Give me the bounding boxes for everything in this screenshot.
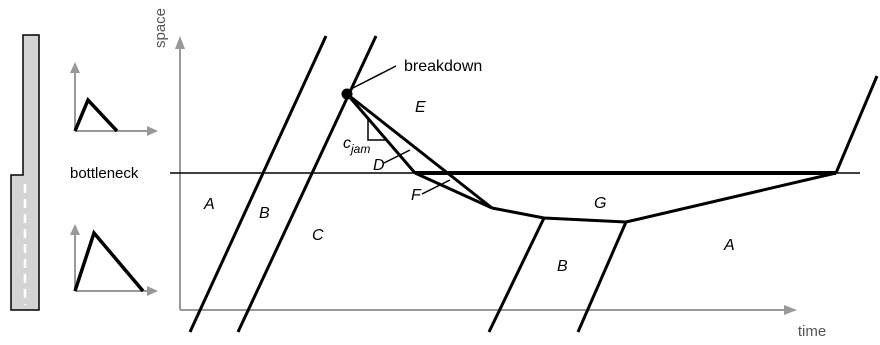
region-f: F [411,187,422,204]
road-shape [10,34,40,311]
time-axis-label: time [798,323,826,340]
fd-upper-x-arrow-icon [147,126,158,136]
shock-waves [345,92,837,224]
breakdown-label: breakdown [404,58,482,75]
fundamental-diagram-upper-icon [70,62,158,136]
breakdown-point [341,88,353,100]
region-f-leader [421,179,451,195]
cjam-label: cjam [343,135,370,156]
region-a-right: A [723,237,735,254]
trajectory-3 [487,217,546,333]
main-axes: space time [152,8,826,340]
region-d-leader [383,149,411,164]
shock-recovery-front [491,171,837,224]
fd-upper-triangle [73,96,119,133]
cjam-symbol: c [343,135,351,152]
breakdown-leader [348,65,397,91]
cjam-slope-triangle [367,117,386,141]
fundamental-diagram-lower-icon [70,224,158,296]
space-axis-label: space [152,8,169,48]
shock-upstream-front [345,93,417,174]
region-d: D [373,157,385,174]
region-e: E [415,99,426,116]
region-a-left: A [203,196,215,213]
region-c: C [312,227,324,244]
fd-upper-y-arrow-icon [70,62,80,73]
fd-lower-y-arrow-icon [70,224,80,235]
trajectory-5 [834,75,879,174]
region-b-left: B [259,205,270,222]
shock-breakdown-edge [346,92,493,210]
trajectory-1 [188,35,328,333]
bottleneck-label: bottleneck [70,165,139,182]
vehicle-trajectories [188,35,879,333]
cjam-subscript: jam [349,142,370,156]
shock-lower-front [414,171,493,210]
road-schematic [10,34,40,311]
trajectory-2 [236,35,378,333]
trajectory-4 [576,221,628,333]
region-g: G [594,195,606,212]
space-axis-arrow-icon [175,36,185,49]
fd-lower-x-arrow-icon [147,286,158,296]
region-b-lower: B [557,258,568,275]
time-axis-arrow-icon [784,305,797,315]
fd-lower-triangle [73,229,145,293]
